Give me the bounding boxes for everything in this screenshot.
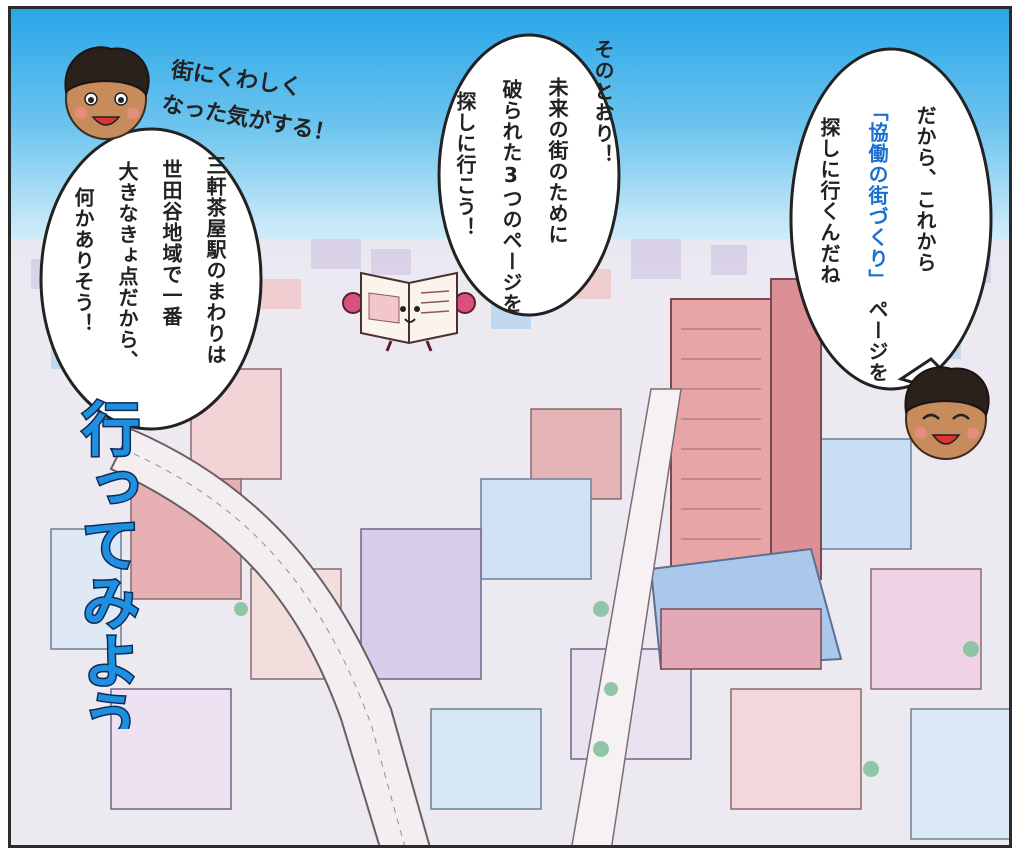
boy-smile-icon xyxy=(904,366,990,460)
shout-lettering: 行ってみよう！ xyxy=(71,398,142,730)
speech-middle-line1: 未来の街のために xyxy=(545,77,569,245)
book-mascot-icon xyxy=(342,271,476,352)
speech-middle-line2: 破られた3つのページを xyxy=(499,79,523,314)
speech-bubble-middle xyxy=(437,33,621,317)
speech-left-line4: 何かありそう！ xyxy=(71,187,95,334)
shout-text: 行ってみよう！ xyxy=(72,399,140,729)
speech-middle-line3: 探しに行こう！ xyxy=(453,91,477,238)
speech-right-line2: 「協働の街づくり」 xyxy=(865,101,889,290)
speech-left-line3: 大きなきょ点だから、 xyxy=(115,161,139,371)
speech-right-suffix: ページを xyxy=(865,299,889,383)
speech-middle-line0: そのとおり！ xyxy=(591,39,615,165)
speech-bubble-left xyxy=(39,127,263,431)
boy-face-icon xyxy=(64,46,150,140)
comic-panel: だから、これから 「協働の街づくり」 探しに行くんだね ページを そのとおり！ … xyxy=(8,6,1012,848)
speech-right-line3: 探しに行くんだね xyxy=(817,117,841,285)
speech-right-line1: だから、これから xyxy=(913,105,937,273)
speech-left-line1: 三軒茶屋駅のまわりは xyxy=(203,155,227,365)
speech-left-line2: 世田谷地域で一番 xyxy=(159,159,183,327)
